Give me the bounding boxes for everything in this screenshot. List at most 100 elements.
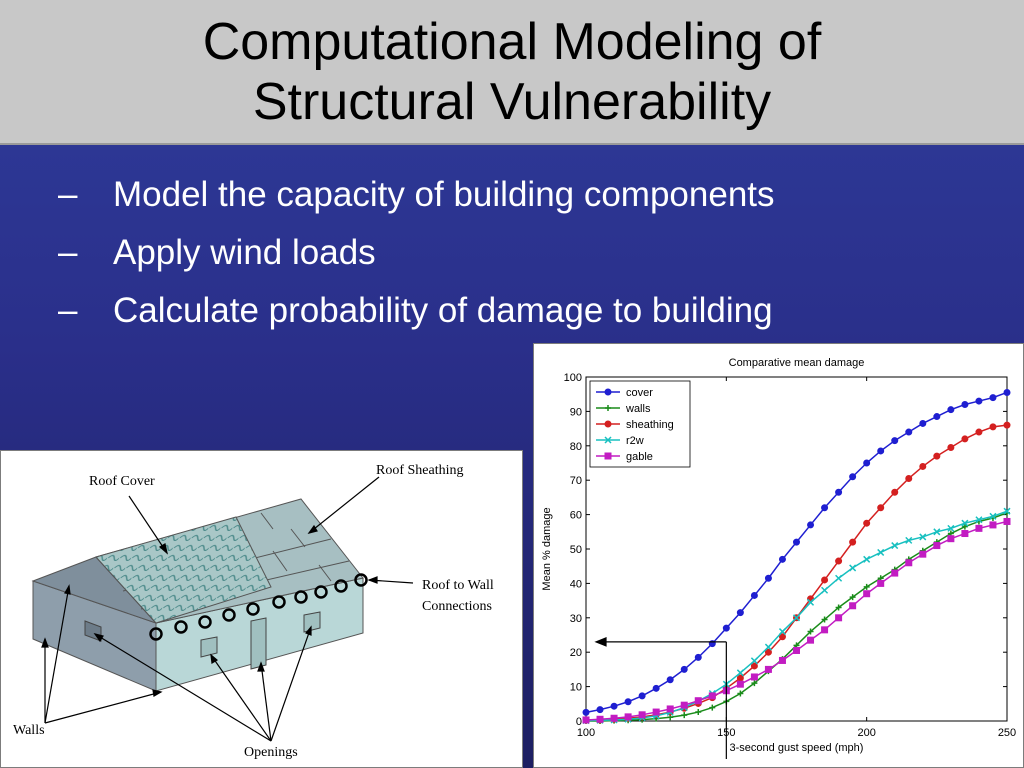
data-point — [835, 614, 843, 622]
data-point — [750, 657, 758, 665]
y-tick-label: 50 — [570, 544, 582, 556]
y-tick-label: 100 — [564, 372, 582, 384]
y-tick-label: 20 — [570, 647, 582, 659]
data-point — [778, 555, 786, 563]
data-point — [821, 586, 829, 594]
chart-title: Comparative mean damage — [729, 357, 865, 369]
data-point — [605, 405, 611, 411]
x-tick-label: 250 — [998, 727, 1016, 739]
bullet-text: Apply wind loads — [113, 233, 376, 272]
data-point — [891, 569, 899, 577]
data-point — [582, 708, 590, 716]
data-point — [975, 516, 983, 524]
data-point — [891, 542, 899, 550]
bullet-item: –Model the capacity of building componen… — [58, 166, 775, 224]
data-point — [947, 406, 955, 414]
data-point — [863, 590, 871, 598]
data-point — [849, 538, 857, 546]
data-point — [604, 452, 612, 460]
label-openings: Openings — [244, 745, 298, 760]
data-point — [694, 653, 702, 661]
x-tick-label: 100 — [577, 727, 595, 739]
data-point — [807, 598, 815, 606]
bullet-dash: – — [58, 233, 78, 272]
data-point — [821, 626, 829, 634]
data-point — [681, 712, 688, 719]
data-point — [610, 702, 618, 710]
data-point — [604, 420, 612, 428]
data-point — [764, 648, 772, 656]
data-point — [891, 488, 899, 496]
slide-title-bar: Computational Modeling of Structural Vul… — [0, 0, 1024, 145]
data-point — [778, 633, 786, 641]
data-point — [666, 705, 674, 713]
data-point — [905, 536, 913, 544]
data-point — [877, 548, 885, 556]
data-point — [778, 656, 786, 664]
data-point — [919, 533, 927, 541]
legend-entry-walls: walls — [596, 403, 651, 415]
data-point — [863, 583, 870, 590]
bullet-text: Calculate probability of damage to build… — [113, 291, 773, 330]
data-point — [638, 711, 646, 719]
data-point — [849, 594, 856, 601]
series-line — [585, 424, 1008, 722]
data-point — [821, 576, 829, 584]
chart-xlabel: 3-second gust speed (mph) — [730, 742, 864, 754]
x-tick-label: 200 — [857, 727, 875, 739]
bullet-list: –Model the capacity of building componen… — [58, 166, 775, 340]
data-point — [835, 488, 843, 496]
data-point — [849, 473, 857, 481]
readoff-annotation — [594, 636, 727, 759]
data-point — [596, 706, 604, 714]
chart-ylabel: Mean % damage — [541, 507, 553, 590]
front-window-1 — [200, 636, 218, 658]
house-diagram-panel: Roof Cover Roof Sheathing Roof to Wall C… — [0, 450, 523, 768]
damage-chart: Comparative mean damage 0102030405060708… — [541, 357, 1016, 759]
data-point — [596, 715, 604, 723]
y-tick-label: 90 — [570, 406, 582, 418]
data-point — [961, 530, 969, 538]
series-cover — [582, 388, 1011, 716]
y-tick-label: 30 — [570, 613, 582, 625]
data-point — [849, 564, 857, 572]
data-point — [821, 616, 828, 623]
data-point — [933, 452, 941, 460]
data-point — [877, 504, 885, 512]
data-point — [975, 428, 983, 436]
data-point — [1003, 388, 1011, 396]
data-point — [695, 709, 702, 716]
house-diagram: Roof Cover Roof Sheathing Roof to Wall C… — [13, 463, 494, 760]
label-roof-to-wall-1: Roof to Wall — [422, 578, 494, 593]
data-point — [877, 579, 885, 587]
data-point — [610, 714, 618, 722]
bullet-dash: – — [58, 175, 78, 214]
label-walls: Walls — [13, 723, 45, 738]
y-tick-label: 60 — [570, 510, 582, 522]
data-point — [582, 716, 590, 724]
series-layer — [582, 388, 1011, 725]
data-point — [989, 394, 997, 402]
data-point — [961, 519, 969, 527]
label-roof-to-wall-2: Connections — [422, 599, 492, 614]
data-point — [947, 524, 955, 532]
y-tick-label: 80 — [570, 441, 582, 453]
data-point — [863, 459, 871, 467]
data-point — [793, 646, 800, 654]
data-point — [933, 542, 941, 550]
y-tick-label: 40 — [570, 578, 582, 590]
data-point — [764, 643, 772, 651]
label-roof-cover: Roof Cover — [89, 474, 155, 489]
data-point — [975, 524, 983, 532]
legend-label: cover — [626, 387, 653, 399]
slide-title-line1: Computational Modeling of — [202, 12, 822, 71]
data-point — [764, 574, 772, 582]
data-point — [708, 692, 716, 700]
data-point — [778, 628, 786, 636]
data-point — [849, 602, 857, 610]
legend-label: gable — [626, 451, 653, 463]
data-point — [835, 604, 842, 611]
data-point — [694, 697, 702, 705]
data-point — [792, 614, 801, 622]
bullet-item: –Calculate probability of damage to buil… — [58, 282, 775, 340]
